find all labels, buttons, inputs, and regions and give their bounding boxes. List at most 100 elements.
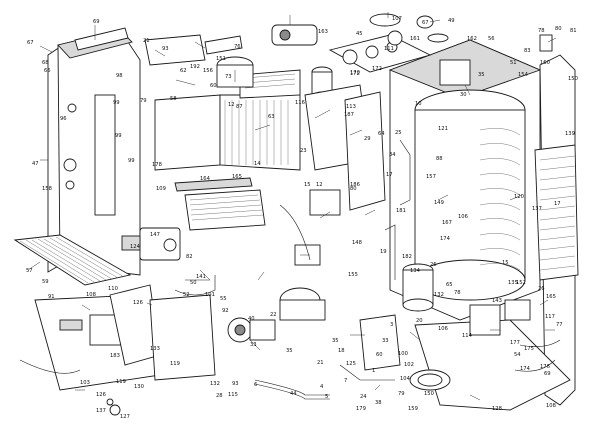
callout-label: 186	[350, 182, 360, 188]
burner	[174, 177, 266, 231]
callout-label: 21	[143, 38, 150, 44]
callout-label: 18	[338, 348, 345, 354]
callout-label: 33	[250, 342, 257, 348]
callout-label: 157	[426, 174, 436, 180]
callout-label: 170	[350, 70, 360, 76]
callout-label: 132	[434, 292, 444, 298]
callout-label: 34	[389, 152, 396, 158]
top-cover-plates	[328, 13, 553, 73]
callout-label: 132	[210, 381, 220, 387]
callout-label: 114	[462, 333, 473, 339]
callout-label: 19	[380, 249, 387, 255]
callout-label: 22	[270, 312, 277, 318]
callout-label: 113	[346, 104, 356, 110]
callout-label: 99	[115, 133, 122, 139]
callout-label: 12	[316, 182, 323, 188]
callout-label: 134	[410, 268, 421, 274]
callout-label: 111	[384, 46, 394, 52]
right-casing-panel	[414, 54, 579, 411]
callout-label: 33	[382, 338, 389, 344]
callout-label: 176	[540, 364, 550, 370]
callout-label: 21	[317, 360, 324, 366]
callout-label: 73	[225, 74, 232, 80]
callout-label: 63	[268, 114, 275, 120]
callout-label: 20	[416, 318, 423, 324]
callout-label: 162	[467, 36, 477, 42]
callout-label: 152	[516, 280, 526, 286]
callout-label: 101	[205, 292, 215, 298]
callout-label: 149	[434, 200, 444, 206]
callout-label: 28	[216, 393, 223, 399]
callout-label: 26	[430, 262, 437, 268]
callout-label: 141	[196, 274, 206, 280]
callout-label: 62	[180, 68, 187, 74]
callout-label: 52	[183, 292, 190, 298]
callout-label: 187	[344, 112, 354, 118]
callout-label: 117	[545, 314, 555, 320]
callout-label: 5	[325, 394, 328, 400]
callout-label: 69	[544, 371, 551, 377]
callout-label: 69	[93, 19, 100, 25]
callout-label: 24	[360, 394, 367, 400]
callout-label: 15	[304, 182, 311, 188]
circulating-pump	[227, 317, 276, 343]
callout-label: 108	[86, 292, 96, 298]
callout-label: 137	[96, 408, 106, 414]
callout-label: 135	[508, 280, 518, 286]
callout-label: 165	[232, 174, 242, 180]
callout-label: 79	[140, 98, 147, 104]
callout-label: 3	[390, 322, 393, 328]
callout-label: 177	[510, 340, 520, 346]
callout-label: 128	[492, 406, 502, 412]
callout-label: 121	[438, 126, 448, 132]
callout-label: 1	[372, 368, 375, 374]
callout-label: 99	[128, 158, 135, 164]
callout-label: 139	[565, 131, 575, 137]
hot-water-cylinder	[388, 39, 542, 321]
callout-label: 15	[502, 260, 509, 266]
callout-label: 120	[514, 194, 524, 200]
callout-label: 167	[442, 220, 452, 226]
callout-label: 65	[446, 282, 453, 288]
callout-label: 172	[372, 66, 382, 72]
callout-label: 164	[200, 176, 211, 182]
callout-label: 10	[415, 101, 422, 107]
callout-label: 98	[116, 73, 123, 79]
callout-label: 44	[290, 391, 297, 397]
callout-label: 17	[386, 172, 393, 178]
heat-exchanger	[154, 69, 301, 171]
callout-label: 40	[248, 316, 255, 322]
callout-label: 192	[190, 64, 200, 70]
callout-label: 25	[395, 130, 402, 136]
callout-label: 47	[32, 161, 39, 167]
callout-label: 55	[220, 296, 227, 302]
callout-label: 124	[130, 244, 141, 250]
callout-label: 150	[568, 76, 578, 82]
callout-label: 106	[458, 214, 468, 220]
callout-label: 174	[440, 236, 451, 242]
callout-label: 130	[134, 384, 144, 390]
callout-label: 151	[216, 56, 226, 62]
callout-label: 163	[318, 29, 328, 35]
callout-label: 102	[404, 362, 414, 368]
callout-label: 126	[133, 300, 143, 306]
callout-label: 81	[570, 28, 577, 34]
callout-label: 76	[234, 44, 241, 50]
callout-label: 127	[120, 414, 130, 420]
callout-label: 64	[378, 131, 385, 137]
callout-label: 6	[254, 382, 257, 388]
callout-label: 178	[152, 162, 162, 168]
callout-label: 156	[203, 68, 213, 74]
callout-label: 104	[400, 376, 411, 382]
callout-label: 26	[538, 286, 545, 292]
callout-label: 14	[254, 161, 261, 167]
callout-label: 158	[42, 186, 52, 192]
pipework	[19, 139, 561, 400]
callout-label: 17	[554, 201, 561, 207]
callout-label: 109	[156, 186, 166, 192]
callout-label: 110	[108, 286, 118, 292]
callout-label: 143	[492, 298, 502, 304]
callout-label: 60	[210, 83, 217, 89]
callout-label: 182	[402, 254, 412, 260]
